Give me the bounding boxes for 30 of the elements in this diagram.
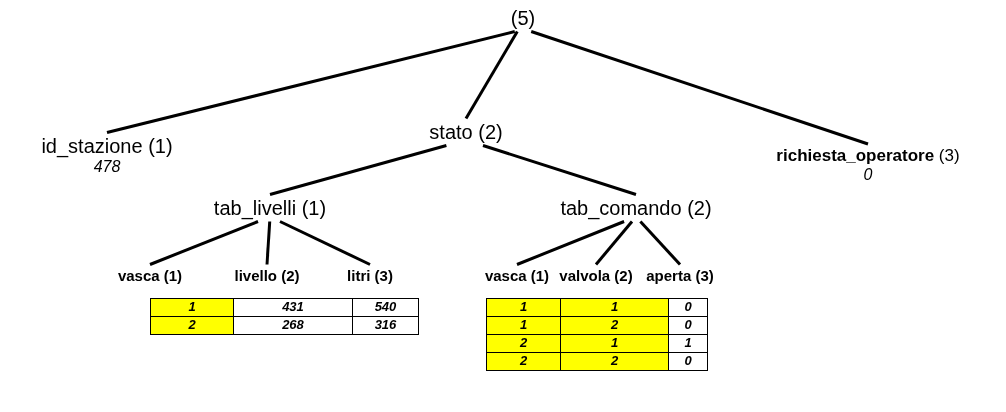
- tree-branch: [106, 30, 516, 134]
- tree-branch: [516, 220, 625, 266]
- table-cell: 2: [486, 352, 561, 371]
- value-label: 478: [93, 157, 121, 176]
- tree-branch: [265, 221, 272, 265]
- tree-branch: [530, 30, 869, 146]
- table-cell: 316: [352, 316, 419, 335]
- column-header: livello (2): [234, 266, 300, 284]
- value-label: 0: [862, 166, 874, 184]
- column-header: litri (3): [347, 266, 393, 284]
- node-label: richiesta_operatore (3): [776, 146, 960, 166]
- tree-branch: [279, 220, 371, 266]
- tree-branch: [269, 144, 447, 196]
- node-label: id_stazione (1): [41, 134, 173, 158]
- tree-branch: [639, 220, 682, 266]
- tree-branch: [149, 220, 259, 266]
- tree-branch: [594, 220, 634, 266]
- column-header: valvola (2): [559, 266, 633, 284]
- node-label: (5): [510, 6, 536, 30]
- table-cell: 2: [150, 316, 234, 335]
- node-label: tab_livelli (1): [213, 196, 327, 220]
- table-cell: 2: [560, 352, 669, 371]
- tree-branch: [482, 144, 637, 196]
- column-header: vasca (1): [484, 266, 550, 284]
- node-label: stato (2): [429, 120, 503, 144]
- column-header: aperta (3): [646, 266, 714, 284]
- column-header: vasca (1): [117, 266, 183, 284]
- tree-branch: [464, 30, 519, 120]
- table-cell: 0: [668, 352, 708, 371]
- node-label: tab_comando (2): [560, 196, 712, 220]
